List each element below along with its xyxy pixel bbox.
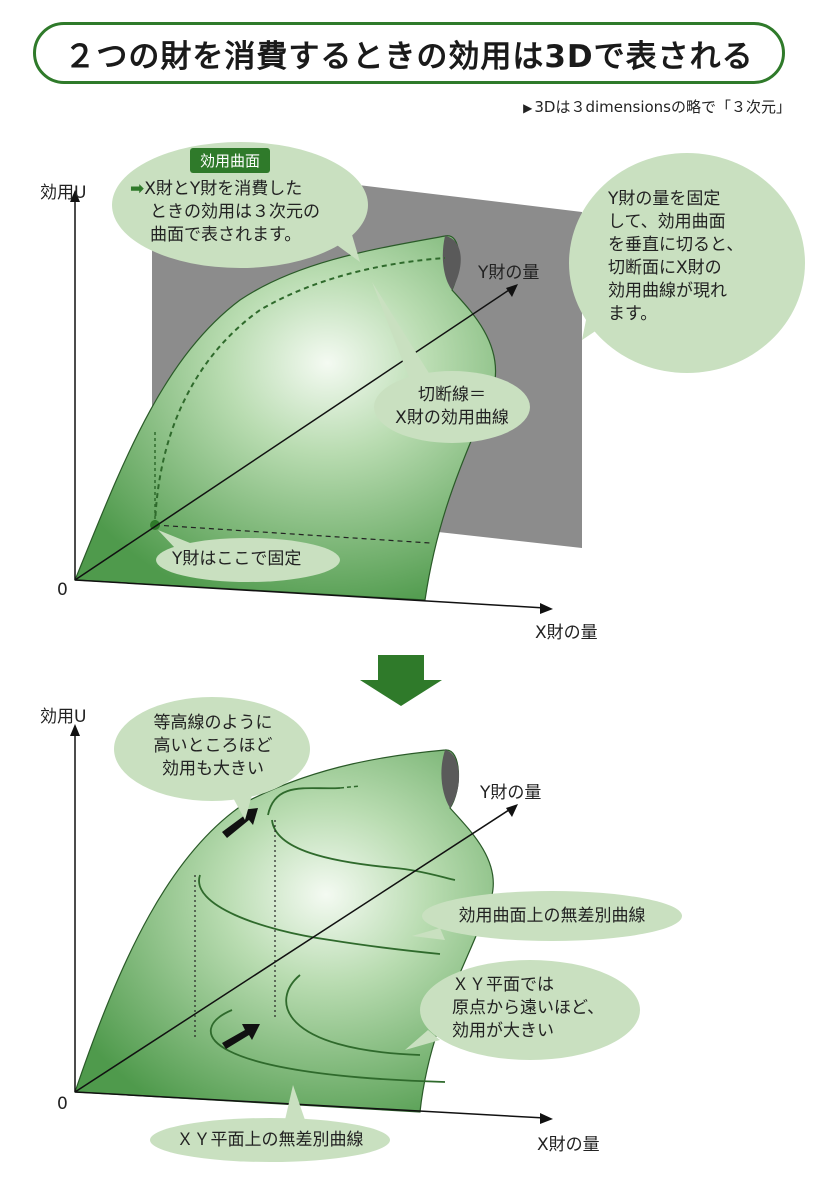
bubble-cut-line-5: 効用曲線が現れ <box>608 281 727 301</box>
bubble-cut-line-3: を垂直に切ると、 <box>608 235 744 255</box>
bubble-xy-line-1: ＸＹ平面では <box>452 975 554 995</box>
origin-label-top: 0 <box>57 580 68 600</box>
bubble-xy-curve <box>150 1118 390 1162</box>
surface-back-edge-bottom <box>441 750 460 808</box>
axis-y-arrow-bottom <box>506 804 518 817</box>
axis-x-arrow-bottom <box>540 1113 553 1124</box>
note-text: 3Dは３dimensionsの略で「３次元」 <box>534 98 791 116</box>
bubble-fixed <box>156 538 340 582</box>
down-arrow-icon <box>360 655 442 706</box>
axis-u-label-bottom: 効用U <box>40 707 87 727</box>
bubble-xy-text: ＸＹ平面では 原点から遠いほど、 効用が大きい <box>452 974 604 1043</box>
black-arrow-icon-2 <box>222 1024 260 1049</box>
surface-tag: 効用曲面 <box>190 148 271 173</box>
bubble-fixed-text: Y財はここで固定 <box>172 549 302 569</box>
bubble-surface-curve-text: 効用曲面上の無差別曲線 <box>458 906 646 926</box>
axis-u-arrow-top <box>70 190 80 202</box>
xy-contour-1 <box>285 974 421 1056</box>
bubble-cut-line-1: Y財の量を固定 <box>608 189 721 209</box>
bubble-contour-line-2: 高いところほど <box>153 736 273 756</box>
axis-u-arrow-bottom <box>70 724 80 736</box>
axis-y-label-bottom: Y財の量 <box>480 783 542 803</box>
origin-label-bottom: 0 <box>57 1094 68 1114</box>
surface-contour-1 <box>267 787 341 816</box>
title-banner: ２つの財を消費するときの効用は3Dで表される <box>33 22 785 84</box>
bubble-section-line-2: X財の効用曲線 <box>395 408 509 428</box>
axis-x-top <box>74 579 546 609</box>
bubble-contour <box>114 697 310 801</box>
surface-back-edge <box>442 236 461 290</box>
axis-x-label-bottom: X財の量 <box>537 1135 600 1155</box>
surface-contour-2 <box>271 819 456 881</box>
axis-x-label-top: X財の量 <box>535 623 598 643</box>
axis-y-top <box>74 287 513 581</box>
fixed-horizontal <box>154 524 431 544</box>
axis-x-bottom <box>74 1091 546 1119</box>
axis-u-label-top: 効用U <box>40 183 87 203</box>
bubble-surface-text: ➡X財とY財を消費した ときの効用は３次元の 曲面で表されます。 <box>130 178 320 247</box>
bubble-section <box>374 371 530 443</box>
bubble-cut-line-2: して、効用曲面 <box>608 212 726 232</box>
black-arrow-icon <box>222 808 258 838</box>
surface-contour-1b <box>339 785 361 789</box>
bubble-surface-line-1: X財とY財を消費した <box>144 179 303 199</box>
axis-x-arrow-top <box>540 603 553 614</box>
bubble-surface-line-2: ときの効用は３次元の <box>150 202 320 222</box>
bubble-cut <box>569 153 805 373</box>
bubble-contour-text: 等高線のように 高いところほど 効用も大きい <box>135 712 291 781</box>
arrow-right-icon: ➡ <box>130 179 145 199</box>
bubble-xy-line-2: 原点から遠いほど、 <box>452 998 605 1018</box>
note: ▶3Dは３dimensionsの略で「３次元」 <box>523 96 791 117</box>
bubble-contour-line-3: 効用も大きい <box>162 759 264 779</box>
bubble-xy <box>420 960 640 1060</box>
bubble-cut-text: Y財の量を固定 して、効用曲面 を垂直に切ると、 切断面にX財の 効用曲線が現れ… <box>608 188 743 326</box>
bubble-xy-curve-text: ＸＹ平面上の無差別曲線 <box>176 1130 364 1150</box>
bubble-surface-top <box>112 142 368 268</box>
bubble-cut-line-4: 切断面にX財の <box>608 258 722 278</box>
bubble-contour-line-1: 等高線のように <box>153 713 273 733</box>
cut-curve <box>154 257 446 526</box>
surface-contour-3 <box>198 874 441 955</box>
page-title: ２つの財を消費するときの効用は3Dで表される <box>64 38 754 75</box>
bubble-cut-line-6: ます。 <box>608 304 658 324</box>
axis-y-label-top: Y財の量 <box>478 263 540 283</box>
bubble-section-text: 切断線＝ X財の効用曲線 <box>385 384 519 430</box>
xy-contour-2 <box>209 1009 446 1083</box>
bubble-section-line-1: 切断線＝ <box>418 385 486 405</box>
triangle-icon: ▶ <box>523 101 533 115</box>
axis-y-arrow-top <box>506 284 518 297</box>
bubble-surface-line-3: 曲面で表されます。 <box>150 225 302 245</box>
bubble-xy-line-3: 効用が大きい <box>452 1021 554 1041</box>
bubble-surface-curve <box>422 891 682 941</box>
axis-y-bottom <box>74 807 513 1093</box>
